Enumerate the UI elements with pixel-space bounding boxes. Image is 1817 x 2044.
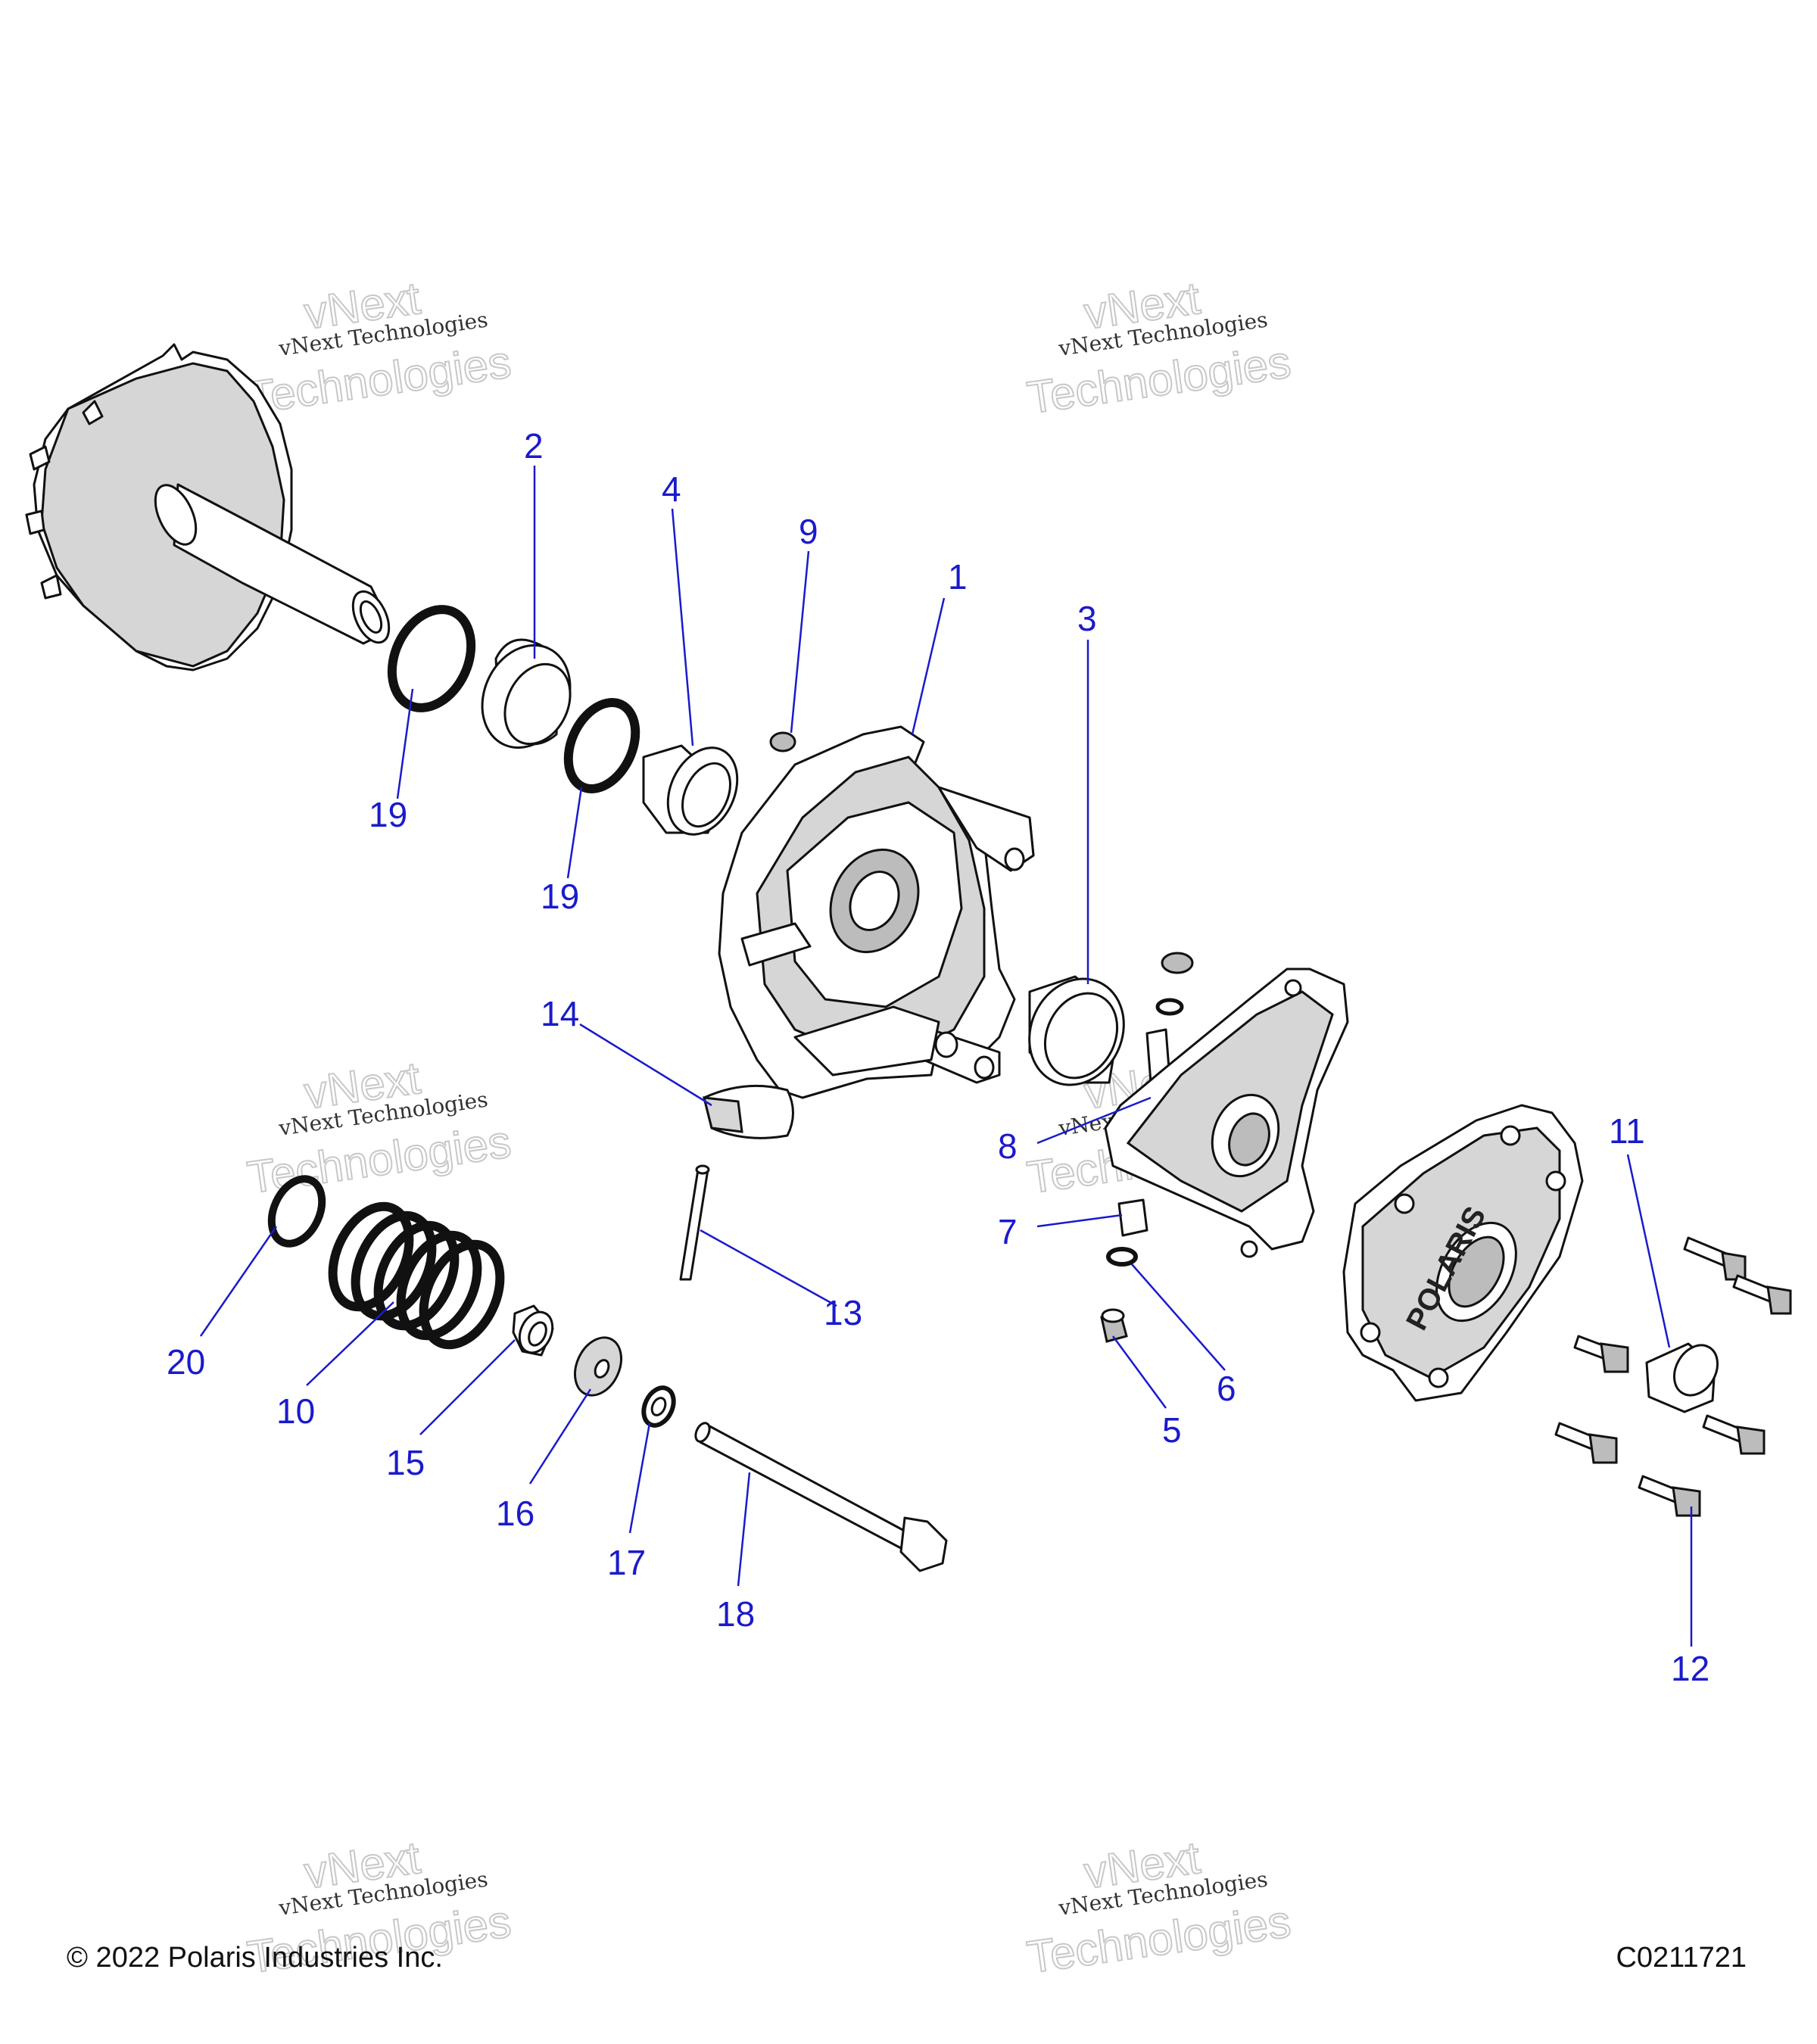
cover-plate: POLARIS [1342,1104,1584,1402]
callout-8: 8 [998,1126,1018,1166]
callout-17: 17 [607,1543,646,1582]
leader-lines [199,466,1693,1647]
ring-20 [267,1175,326,1248]
bushing-2 [481,638,572,749]
callout-20: 20 [167,1342,205,1382]
callout-13: 13 [824,1293,862,1332]
bolt-a [1683,1236,1747,1281]
watermark-2: vNext vNext Technologies Technologies [1024,272,1295,424]
pin-13 [679,1164,710,1281]
bolt-b [1732,1274,1792,1315]
spider [1104,967,1349,1258]
washer-top [1155,998,1184,1016]
callout-4: 4 [662,469,681,509]
watermark-3: vNext vNext Technologies Technologies [244,1052,515,1204]
watermark-1: vNext vNext Technologies Technologies [244,272,515,424]
callout-2: 2 [524,426,544,466]
bushing-3 [1028,975,1125,1086]
shoe-14 [703,1084,794,1139]
nut-top [1161,952,1194,974]
callout-6: 6 [1217,1369,1236,1408]
seal-ring-19-b [563,698,640,793]
roller-7 [1117,1198,1148,1237]
callout-labels: 1 2 3 4 5 6 7 8 9 10 11 12 13 14 15 16 1… [167,426,1709,1688]
bolt-c [1573,1335,1629,1373]
copyright-text: © 2022 Polaris Industries Inc. [67,1942,443,1974]
figure-id: C0211721 [1616,1942,1747,1974]
callout-5: 5 [1162,1410,1182,1450]
seal-ring-19-a [387,605,476,712]
bolt-d [1702,1414,1766,1455]
callout-16: 16 [496,1494,535,1533]
callout-19-a: 19 [369,795,407,834]
watermark-6: vNext vNext Technologies Technologies [1024,1831,1295,1983]
washer-6 [1106,1247,1138,1267]
callout-9: 9 [799,512,818,551]
callout-19-b: 19 [541,877,579,916]
lock-washer-17 [641,1385,676,1428]
callout-3: 3 [1077,599,1097,638]
callout-18: 18 [716,1594,755,1634]
bearing-4 [642,744,739,836]
spring-10 [328,1201,505,1350]
callout-10: 10 [276,1391,315,1431]
callout-7: 7 [998,1212,1018,1251]
callout-15: 15 [386,1443,425,1482]
callout-11: 11 [1609,1111,1645,1151]
bolt-e [1554,1422,1618,1464]
nut-9 [769,731,796,752]
bolt-f [1638,1475,1701,1517]
bolt-18 [694,1422,948,1572]
callout-14: 14 [541,994,579,1033]
washer-16 [574,1336,622,1397]
sheave-with-shaft [25,343,391,671]
callout-12: 12 [1671,1649,1709,1688]
weight-11 [1645,1342,1719,1413]
callout-1: 1 [948,557,968,597]
moveable-sheave-1 [718,725,1035,1099]
bolts-12 [1554,1236,1792,1517]
spacer-15 [512,1304,554,1357]
